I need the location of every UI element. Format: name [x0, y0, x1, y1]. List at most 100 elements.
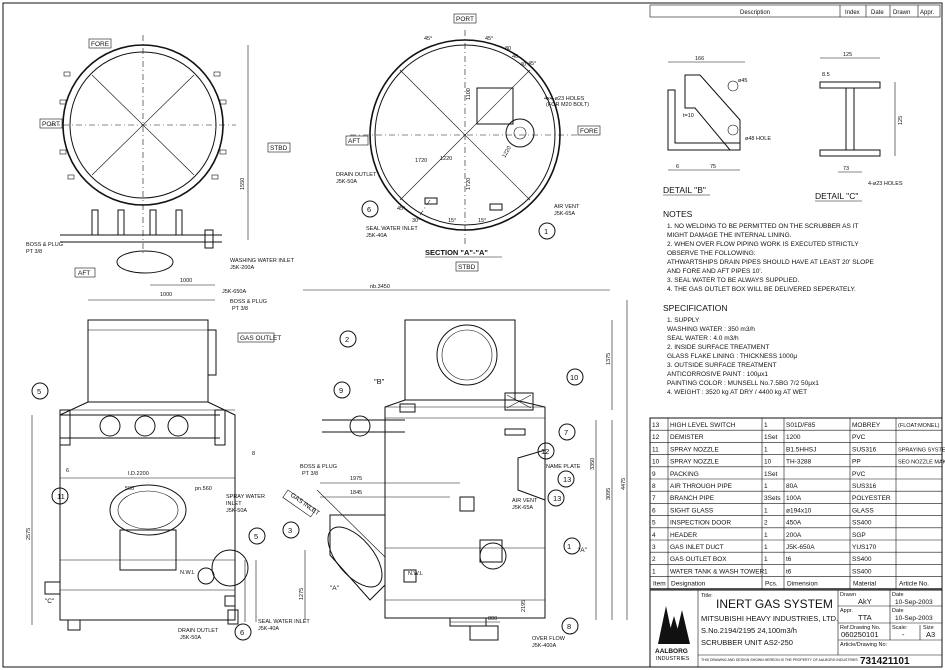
front-pn560: pn.560	[195, 486, 212, 492]
parts-cell: SIGHT GLASS	[670, 507, 714, 514]
detb-hole: ø48 HOLE	[745, 136, 771, 142]
size-label: Size	[923, 625, 934, 631]
detb-phi45: ø45	[738, 78, 747, 84]
rev-description: Description	[740, 10, 770, 16]
parts-cell: 1Set	[764, 471, 778, 478]
parts-cell: 1	[764, 422, 768, 429]
parts-cell: 2	[652, 556, 656, 563]
date-label-2: Date	[892, 608, 904, 614]
dim-1550: 1550	[240, 178, 246, 190]
parts-header-cell: Item	[653, 581, 666, 588]
sec-dim-40a: 40	[512, 54, 518, 60]
scale-label: Scale:	[892, 625, 908, 631]
parts-cell: GAS INLET DUCT	[670, 544, 724, 551]
callout-5b: 5	[254, 532, 258, 541]
parts-cell: INSPECTION DOOR	[670, 520, 731, 527]
parts-cell: 1	[764, 568, 768, 575]
front-1000: 1000	[160, 292, 172, 298]
parts-cell: PVC	[852, 434, 866, 441]
parts-cell: YUS170	[852, 544, 877, 551]
parts-cell: SGP	[852, 532, 866, 539]
parts-cell: 1	[764, 556, 768, 563]
callout-balloons: 1 6 2 9 5 11 5 6 3 10 7 12 13 13 1 8	[31, 200, 584, 641]
front-2575: 2575	[26, 528, 32, 540]
appr-value: TTA	[858, 613, 872, 622]
side-name-plate: NAME PLATE	[546, 464, 581, 470]
parts-header-cell: Article No.	[899, 581, 929, 588]
callout-13b: 1	[567, 542, 571, 551]
side-4475: 4475	[621, 478, 627, 490]
side-1375: 1375	[606, 353, 612, 365]
parts-header-cell: Designation	[671, 581, 706, 588]
sec-holes: 4x4-ø23 HOLES(FOR M20 BOLT)	[544, 96, 589, 108]
detail-b: 166 t=10 ø45 ø48 HOLE 75 6 DETAIL "B"	[663, 56, 771, 196]
parts-cell: 10	[764, 459, 772, 466]
parts-cell: 11	[652, 446, 659, 453]
parts-cell: PVC	[852, 471, 866, 478]
dim-1000: 1000	[180, 278, 192, 284]
detb-6: 6	[676, 164, 679, 170]
sec-stbd: STBD	[458, 264, 476, 271]
rev-date: Date	[871, 10, 884, 16]
article-label: Article/Drawing No:	[840, 642, 888, 648]
parts-cell: TH-3288	[786, 459, 812, 466]
parts-cell: WATER TANK & WASH TOWER	[670, 568, 765, 575]
side-gas-inlet: GAS INLET	[289, 492, 321, 517]
note-line: 3. SEAL WATER TO BE ALWAYS SUPPLIED.	[667, 277, 800, 284]
spec-line: GLASS FLAKE LINING : THICKNESS 1000μ	[667, 353, 797, 360]
note-line: 1. NO WELDING TO BE PERMITTED ON THE SCR…	[667, 223, 858, 230]
ref-label: Ref.Drawing No.	[840, 625, 881, 631]
parts-cell: SPRAY NOZZLE	[670, 459, 720, 466]
front-id: I.D.2200	[128, 471, 149, 477]
parts-cell: B1.5HHSJ	[786, 446, 816, 453]
parts-cell: PP	[852, 459, 861, 466]
parts-cell: 1	[652, 568, 656, 575]
parts-header-cell: Material	[853, 581, 877, 588]
sec-dim-1720: 1720	[415, 158, 427, 164]
spec-line: PAINTING COLOR : MUNSELL No.7.5BG 7/2 50…	[667, 380, 819, 387]
date-value-2: 10-Sep-2003	[895, 615, 933, 622]
detc-holes: 4-ø23 HOLES	[868, 181, 903, 187]
spec-line: SEAL WATER : 4.0 m3/h	[667, 335, 739, 342]
sec-port: PORT	[456, 16, 474, 23]
side-b: "B"	[374, 377, 385, 386]
parts-cell: t6	[786, 556, 792, 563]
side-3450: nb.3450	[370, 284, 390, 290]
sec-aft: AFT	[348, 138, 360, 145]
sec-dim-40b: 40	[520, 62, 526, 68]
callout-11: 11	[57, 492, 65, 501]
parts-cell: SS400	[852, 568, 872, 575]
parts-header-cell: Pcs.	[765, 581, 778, 588]
detc-125: 125	[843, 52, 852, 58]
parts-cell: SUS316	[852, 483, 877, 490]
note-line: 4. THE GAS OUTLET BOX WILL BE DELIVERED …	[667, 286, 856, 293]
callout-6b: 6	[240, 628, 244, 637]
specification-block: SPECIFICATION 1. SUPPLY WASHING WATER : …	[663, 303, 819, 396]
note-line: ATHWARTSHIPS DRAIN PIPES SHOULD HAVE AT …	[667, 259, 875, 266]
rev-index: Index	[845, 10, 860, 16]
parts-cell: 1	[764, 507, 768, 514]
parts-cell: t6	[786, 568, 792, 575]
side-3095: 3095	[606, 488, 612, 500]
article-number: 731421101	[860, 656, 910, 667]
detail-c-title: DETAIL "C"	[815, 191, 858, 201]
spec-line: ANTICORROSIVE PAINT : 100μx1	[667, 371, 768, 378]
sec-angle-6: 15°	[478, 218, 486, 224]
callout-10: 12	[541, 447, 549, 456]
note-line: 2. WHEN OVER FLOW PIPING WORK IS EXECUTE…	[667, 241, 859, 248]
sec-dim-1220: 1220	[440, 156, 452, 162]
parts-cell: 12	[652, 434, 660, 441]
detc-125b: 125	[898, 116, 904, 125]
label-fore: FORE	[91, 41, 110, 48]
detail-b-title: DETAIL "B"	[663, 185, 706, 195]
side-800: 800	[488, 616, 497, 622]
parts-cell: 9	[652, 471, 656, 478]
